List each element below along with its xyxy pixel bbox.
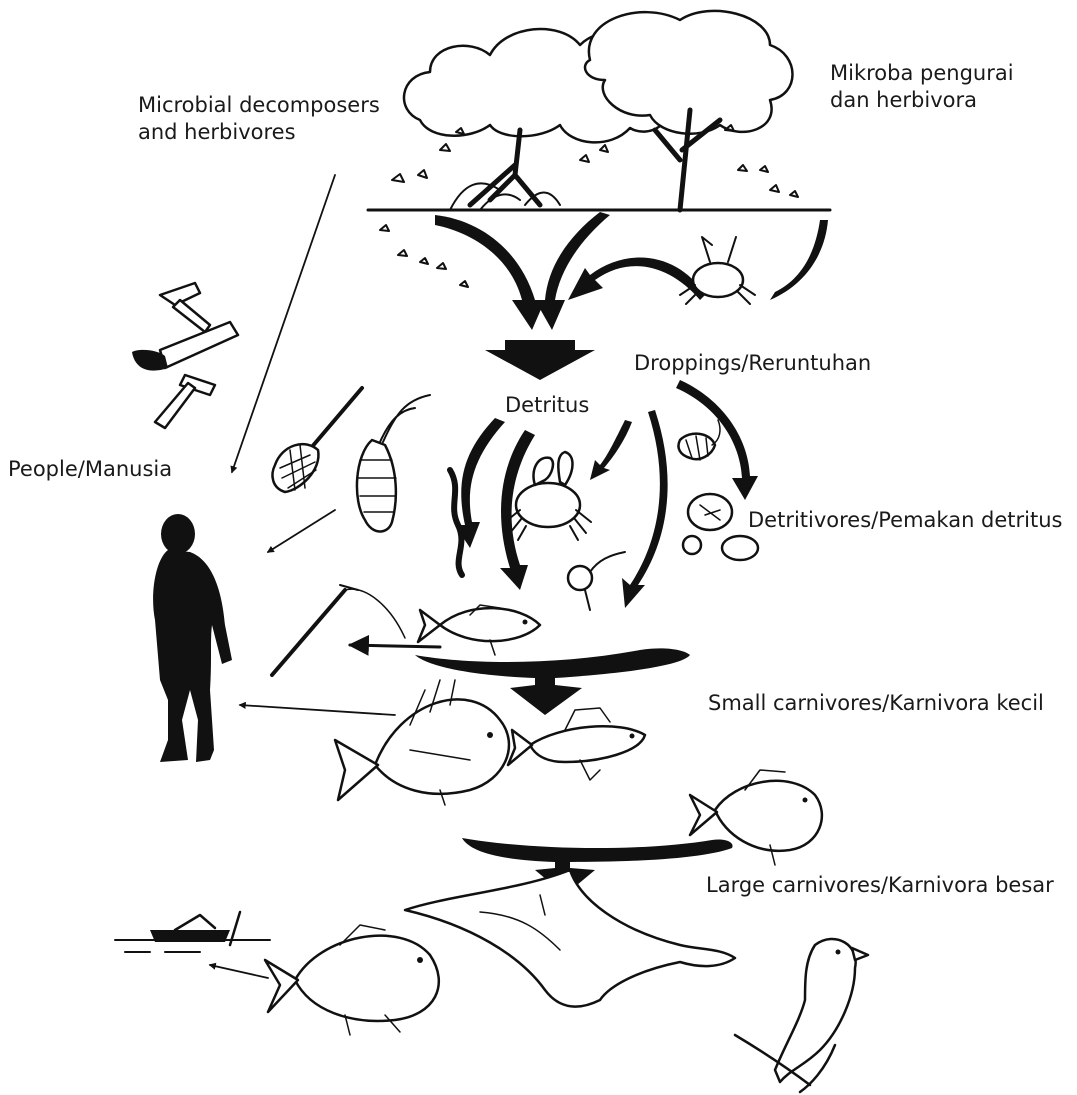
flow-arrows-bottom <box>462 838 733 895</box>
microbial-en-line2: and herbivores <box>138 119 380 146</box>
stingray-icon <box>405 870 735 1007</box>
arrow-shrimp-to-people <box>268 510 335 552</box>
arrow-fish-to-canoe <box>210 965 268 978</box>
microbial-decomposers-label-en: Microbial decomposers and herbivores <box>138 92 380 146</box>
canoe-icon <box>115 912 270 952</box>
fish-icon <box>335 680 509 805</box>
large-carnivores-label: Large carnivores/Karnivora besar <box>706 872 1054 899</box>
detritivores-label: Detritivores/Pemakan detritus <box>748 507 1063 534</box>
detritus-label: Detritus <box>505 392 589 419</box>
shrimp-icon <box>357 395 430 532</box>
microbial-decomposers-label-id: Mikroba pengurai dan herbivora <box>830 60 1014 114</box>
detritivores-text: Detritivores/Pemakan detritus <box>748 507 1063 534</box>
worm-icon <box>450 470 462 575</box>
arrow-microbes-to-people <box>232 175 335 472</box>
fish-icon <box>265 925 439 1035</box>
shrimp-icon <box>678 420 720 460</box>
small-carnivores-text: Small carnivores/Karnivora kecil <box>708 690 1044 717</box>
arrow-fish-to-people <box>350 645 440 647</box>
bird-icon <box>735 939 868 1092</box>
people-text: People/Manusia <box>8 456 172 483</box>
shell-icon <box>568 552 625 610</box>
human-silhouette-icon <box>153 514 232 762</box>
crab-icon <box>680 237 755 304</box>
mangrove-tree-icon <box>368 11 830 210</box>
microbial-id-line2: dan herbivora <box>830 87 1014 114</box>
hammer-icon <box>160 283 210 332</box>
microbial-en-line1: Microbial decomposers <box>138 92 380 119</box>
shell-icon <box>683 494 758 560</box>
large-carnivores-text: Large carnivores/Karnivora besar <box>706 872 1054 899</box>
hand-net-icon <box>272 388 362 492</box>
axe-icon <box>155 375 215 428</box>
people-label: People/Manusia <box>8 456 172 483</box>
arrow-small-carnivore-to-people <box>240 705 395 715</box>
leaf-litter-icon <box>380 125 798 287</box>
droppings-text: Droppings/Reruntuhan <box>634 350 871 377</box>
microbial-id-line1: Mikroba pengurai <box>830 60 1014 87</box>
droppings-label: Droppings/Reruntuhan <box>634 350 871 377</box>
small-carnivores-label: Small carnivores/Karnivora kecil <box>708 690 1044 717</box>
fish-icon <box>508 708 645 780</box>
fishing-rod-icon <box>272 585 405 675</box>
saw-icon <box>132 322 238 371</box>
detritus-text: Detritus <box>505 392 589 419</box>
